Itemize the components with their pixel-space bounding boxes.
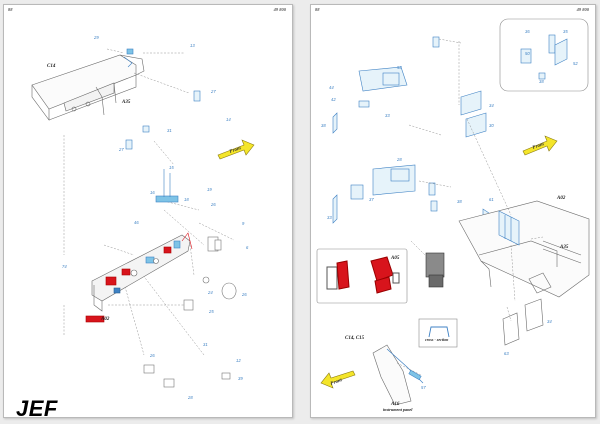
callout: 26 (149, 353, 155, 358)
dashboard-upper-assembly (31, 48, 145, 121)
callout: 37 (369, 197, 374, 202)
callout: 15 (169, 165, 174, 170)
callout: 39 (238, 376, 243, 381)
callout: 38 (457, 199, 462, 204)
label-instrument-panel: instrument panel (383, 407, 413, 412)
callout: 6 (246, 245, 249, 250)
callout: 19 (207, 187, 212, 192)
callout: 14 (226, 117, 231, 122)
callout: 34 (489, 103, 494, 108)
catalog-number-right: 49 800 (576, 7, 589, 12)
front-arrow-left (217, 139, 255, 160)
callout: 30 (489, 123, 494, 128)
front-arrow-label-left: Front (229, 146, 243, 155)
label-cross-section: cross - section (425, 337, 449, 342)
red-paint-swatch (85, 315, 105, 323)
label-a02-right: A02 (556, 196, 566, 201)
label-a16: A16 (390, 402, 400, 407)
label-a02: A02 (100, 317, 110, 322)
label-a35: A35 (121, 100, 131, 105)
callout: 33 (385, 113, 390, 118)
label-c14-c15: C14, C15 (345, 336, 365, 341)
catalog-number-left: 49 800 (273, 7, 286, 12)
callout: 42 (331, 97, 336, 102)
assembly-diagram-left: Front C14 A35 A02 29 13 27 14 31 27 15 1… (31, 35, 255, 400)
photo-etch-parts-left (125, 90, 237, 388)
instrument-panel-lower-assembly (91, 232, 193, 312)
label-a35-right: A35 (559, 245, 569, 250)
callout: 35 (563, 29, 568, 34)
callout: 16 (150, 190, 155, 195)
page-number-right: 88 (315, 7, 320, 12)
grey-seat-part (425, 252, 445, 288)
callout: 9 (242, 221, 245, 226)
callout: 36 (525, 29, 530, 34)
callout: 50 (525, 51, 530, 56)
callout: 18 (184, 197, 189, 202)
callout: 26 (210, 202, 216, 207)
callout: 53 (397, 65, 402, 70)
front-arrow-right-top (522, 135, 558, 156)
callout: 46 (134, 220, 139, 225)
callout: 13 (190, 43, 195, 48)
instruction-page-left: 88 49 800 (3, 4, 293, 418)
callout: 33 (327, 215, 332, 220)
callout-numbers-left: 29 13 27 14 31 27 15 16 18 19 26 9 6 46 … (62, 35, 249, 400)
a05-seat-parts (326, 256, 400, 294)
watermark-jef: JEF (16, 396, 58, 418)
callout: 12 (236, 358, 241, 363)
callout: 31 (203, 342, 208, 347)
callout: 28 (187, 395, 193, 400)
callout: 26 (241, 292, 247, 297)
front-arrow-label-right-bottom: Front (330, 378, 344, 387)
callout: 27 (210, 89, 216, 94)
callout: 63 (504, 351, 509, 356)
label-c14: C14 (47, 64, 56, 69)
callout: 27 (118, 147, 124, 152)
instrument-panel-a16 (372, 344, 424, 406)
cross-section-inset (418, 318, 458, 348)
callout: 28 (396, 157, 402, 162)
callout: 38 (539, 79, 544, 84)
instruction-page-right: 88 49 800 (310, 4, 596, 418)
callout: 31 (167, 128, 172, 133)
callout: 44 (329, 85, 334, 90)
callout: 38 (321, 123, 326, 128)
callout: 61 (489, 197, 494, 202)
callout: 52 (573, 61, 578, 66)
callout: 24 (207, 290, 213, 295)
callout: 25 (208, 309, 214, 314)
callout-numbers-right: 53 44 42 33 38 34 30 28 33 38 36 35 57 3… (321, 29, 578, 390)
callout: 74 (62, 264, 67, 269)
callout: 34 (547, 319, 552, 324)
callout: 57 (421, 385, 426, 390)
page-number-left: 88 (8, 7, 13, 12)
assembly-diagram-right: Front Front A02 A35 A05 C14, C15 A16 ins… (316, 18, 590, 412)
callout: 29 (93, 35, 99, 40)
label-a05: A05 (390, 256, 400, 261)
front-arrow-right-bottom (320, 370, 356, 389)
front-arrow-label-right-top: Front (532, 142, 546, 151)
detail-inset-top (499, 18, 589, 92)
dashboard-right-assembly (458, 200, 590, 298)
